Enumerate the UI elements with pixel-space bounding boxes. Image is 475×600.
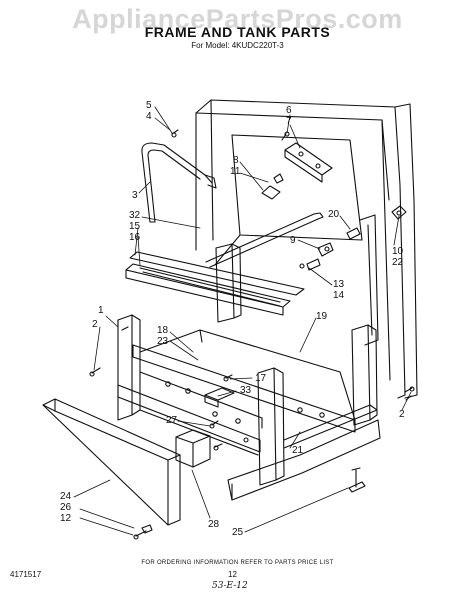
callout-27: 27 (166, 415, 178, 426)
leveling-leg (348, 467, 366, 493)
side-clip (299, 242, 334, 271)
callout-1: 1 (98, 305, 104, 316)
callout-16: 16 (129, 232, 141, 243)
callout-13: 13 (333, 279, 345, 290)
callout-19: 19 (316, 311, 328, 322)
frame-right-front-post (257, 367, 285, 486)
frame-rear-left-post (215, 243, 242, 323)
frame-rear-right-post (351, 324, 378, 426)
front-rails (125, 251, 305, 316)
side-screw (391, 205, 407, 220)
callout-14: 14 (333, 290, 345, 301)
base-flange (227, 419, 381, 501)
tank-side-wall (195, 99, 418, 399)
callout-17: 17 (255, 373, 267, 384)
callout-24: 24 (60, 491, 72, 502)
callout-25: 25 (232, 527, 244, 538)
rail-holes (165, 381, 325, 443)
handwritten-note: 53-E-12 (212, 581, 248, 591)
leader-lines (73, 106, 412, 536)
callout-15: 15 (129, 221, 141, 232)
panel-screw (133, 524, 153, 540)
callout-10: 10 (392, 246, 404, 257)
tank-right-flange (359, 214, 379, 346)
callout-12: 12 (60, 513, 72, 524)
callout-32: 32 (129, 210, 141, 221)
small-bracket (261, 173, 284, 200)
callout-4: 4 (146, 111, 152, 122)
callout-22: 22 (392, 257, 404, 268)
callout-26: 26 (60, 502, 72, 513)
toe-panel (42, 398, 181, 526)
cross-rod (205, 212, 324, 268)
ordering-info: FOR ORDERING INFORMATION REFER TO PARTS … (141, 560, 334, 566)
callout-18: 18 (157, 325, 169, 336)
callout-2-right: 2 (399, 409, 405, 420)
callout-6: 6 (286, 105, 292, 116)
callout-23: 23 (157, 336, 169, 347)
frame-base-rails (117, 329, 378, 456)
page-number: 12 (228, 570, 237, 579)
callout-20: 20 (328, 209, 340, 220)
diagram-title: FRAME AND TANK PARTS (144, 24, 331, 40)
top-bracket (284, 142, 333, 183)
callout-28: 28 (208, 519, 220, 530)
center-block (204, 374, 235, 408)
model-number: For Model: 4KUDC220T-3 (191, 41, 284, 50)
hanger-bracket (141, 142, 217, 223)
callout-9: 9 (290, 235, 296, 246)
watermark: AppliancePartsPros.com (72, 4, 403, 34)
callout-3: 3 (132, 190, 138, 201)
relay-box (175, 429, 211, 468)
callout-5: 5 (146, 100, 152, 111)
callout-2-left: 2 (92, 319, 98, 330)
callout-33: 33 (240, 385, 252, 396)
callout-21: 21 (292, 445, 304, 456)
frame-screws (89, 367, 415, 401)
callout-8: 8 (233, 155, 239, 166)
document-number: 4171517 (10, 570, 42, 579)
screws-top (171, 129, 290, 141)
tank-rear-opening (214, 134, 363, 266)
callout-11: 11 (230, 166, 241, 177)
callout-7: 7 (286, 116, 292, 127)
guide-cylinder (346, 227, 361, 240)
